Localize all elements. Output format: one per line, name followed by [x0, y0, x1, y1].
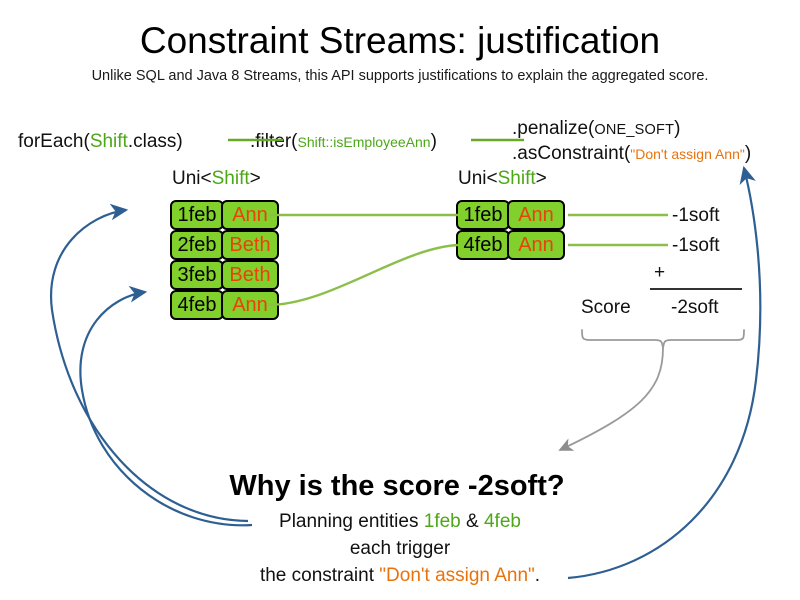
uni-right-suffix: >	[535, 168, 547, 189]
explanation-ampersand: &	[460, 511, 484, 532]
table-row: 4feb Ann	[456, 230, 565, 260]
fact-employee: Ann	[507, 230, 565, 260]
fact-date: 2feb	[170, 230, 224, 260]
fact-employee: Ann	[221, 200, 279, 230]
code-foreach-prefix: forEach(	[18, 131, 90, 152]
table-row: 3feb Beth	[170, 260, 279, 290]
explanation-line-1: Planning entities 1feb & 4feb	[0, 511, 800, 533]
code-filter-method-ref: Shift::isEmployeeAnn	[297, 134, 431, 150]
uni-label-right: Uni<Shift>	[458, 168, 547, 190]
fact-date: 1feb	[170, 200, 224, 230]
score-brace	[581, 329, 745, 349]
page-title: Constraint Streams: justification	[139, 20, 661, 61]
why-heading: Why is the score -2soft?	[229, 470, 565, 502]
sum-operator: +	[654, 262, 666, 283]
explanation-line-2: each trigger	[349, 538, 451, 559]
code-penalize: .penalize(ONE_SOFT)	[512, 118, 680, 140]
score-total: -2soft	[671, 297, 719, 318]
fact-date: 4feb	[456, 230, 510, 260]
table-row: 1feb Ann	[170, 200, 279, 230]
code-asconstraint-prefix: .asConstraint(	[512, 143, 631, 164]
uni-left-suffix: >	[249, 168, 261, 189]
explanation-entity-a: 1feb	[423, 511, 461, 532]
soft-score-2: -1soft	[672, 235, 720, 256]
uni-label-left: Uni<Shift>	[172, 168, 261, 190]
soft-score-1: -1soft	[672, 205, 720, 226]
code-filter-prefix: .filter(	[250, 131, 298, 152]
explanation-line-1-prefix: Planning entities	[279, 511, 424, 532]
explanation-line-3: the constraint "Don't assign Ann".	[0, 565, 800, 587]
fact-employee: Ann	[221, 290, 279, 320]
table-row: 2feb Beth	[170, 230, 279, 260]
uni-left-prefix: Uni<	[172, 168, 212, 189]
code-foreach: forEach(Shift.class)	[18, 131, 183, 153]
table-row: 4feb Ann	[170, 290, 279, 320]
code-penalize-arg: ONE_SOFT	[594, 122, 675, 138]
code-penalize-suffix: )	[674, 118, 681, 139]
brace-to-question-arrow	[558, 347, 664, 451]
code-foreach-suffix: .class)	[127, 131, 183, 152]
uni-right-prefix: Uni<	[458, 168, 498, 189]
fact-date: 1feb	[456, 200, 510, 230]
explanation-line-3-prefix: the constraint	[259, 565, 380, 586]
explanation-entity-b: 4feb	[483, 511, 521, 532]
fact-employee: Beth	[221, 230, 279, 260]
uni-left-type: Shift	[211, 168, 250, 189]
code-asconstraint-arg: "Don't assign Ann"	[630, 146, 745, 162]
code-filter-suffix: )	[430, 131, 437, 152]
code-filter: .filter(Shift::isEmployeeAnn)	[250, 131, 437, 153]
score-label: Score	[581, 297, 631, 318]
fact-date: 4feb	[170, 290, 224, 320]
code-asconstraint: .asConstraint("Don't assign Ann")	[512, 143, 751, 165]
page-subtitle: Unlike SQL and Java 8 Streams, this API …	[91, 68, 709, 84]
code-penalize-prefix: .penalize(	[512, 118, 595, 139]
uni-right-type: Shift	[497, 168, 536, 189]
fact-date: 3feb	[170, 260, 224, 290]
explanation-line-3-suffix: .	[534, 565, 541, 586]
code-foreach-type: Shift	[89, 131, 128, 152]
table-row: 1feb Ann	[456, 200, 565, 230]
fact-employee: Ann	[507, 200, 565, 230]
code-asconstraint-suffix: )	[744, 143, 752, 164]
explanation-constraint-name: "Don't assign Ann"	[379, 565, 535, 586]
match-line-4feb	[267, 243, 459, 307]
fact-employee: Beth	[221, 260, 279, 290]
sum-rule-line	[650, 288, 742, 290]
